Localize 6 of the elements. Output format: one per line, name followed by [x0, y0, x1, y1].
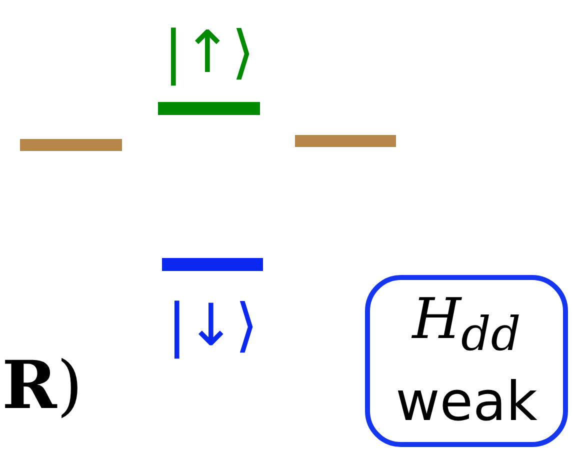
state-label: |↑⟩	[162, 17, 256, 88]
rounded-box	[365, 275, 568, 447]
formula-text: H$_{dd}$	[412, 287, 521, 365]
box-text: weak	[396, 368, 538, 435]
formula-text: R)	[2, 345, 83, 426]
state-label: |↓⟩	[166, 290, 259, 361]
